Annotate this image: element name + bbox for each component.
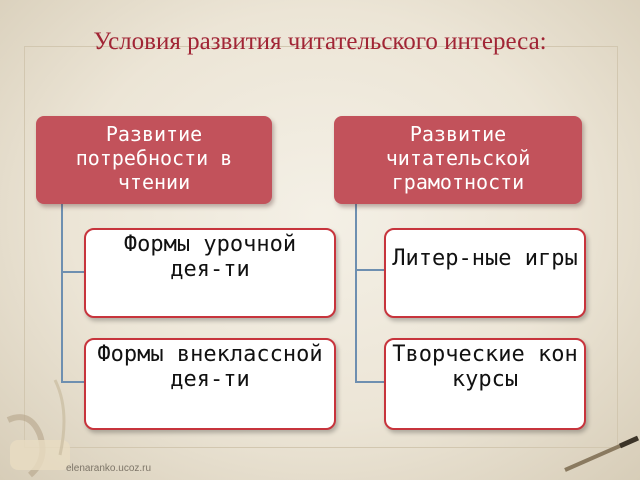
fountain-pen-icon (564, 435, 640, 472)
watermark: elenaranko.ucoz.ru (66, 463, 152, 474)
item-lesson-activity: Формы урочной дея-ти (84, 228, 336, 318)
item-literary-games: Литер-ные игры (384, 228, 586, 318)
item-lesson-activity-label: Формы урочной дея-ти (123, 232, 297, 282)
item-creative-contests-label: Творческие конкурсы (392, 342, 578, 392)
scroll-and-quill-icon (6, 379, 70, 478)
branch-header-reading-literacy: Развитие читательской грамотности (334, 116, 582, 204)
branch-header-reading-need: Развитие потребности в чтении (36, 116, 272, 204)
branch-header-reading-need-label: Развитие потребности в чтении (75, 122, 233, 194)
item-creative-contests: Творческие конкурсы (384, 338, 586, 430)
item-literary-games-label: Литер-ные игры (392, 246, 578, 271)
item-extracurricular-activity-label: Формы внеклассной дея-ти (97, 342, 323, 392)
connector-right (355, 202, 384, 383)
branch-header-reading-literacy-label: Развитие читательской грамотности (385, 122, 531, 194)
slide-title: Условия развития читательского интереса: (93, 28, 547, 55)
slide-border (24, 46, 618, 448)
item-extracurricular-activity: Формы внеклассной дея-ти (84, 338, 336, 430)
connector-left (61, 202, 84, 383)
